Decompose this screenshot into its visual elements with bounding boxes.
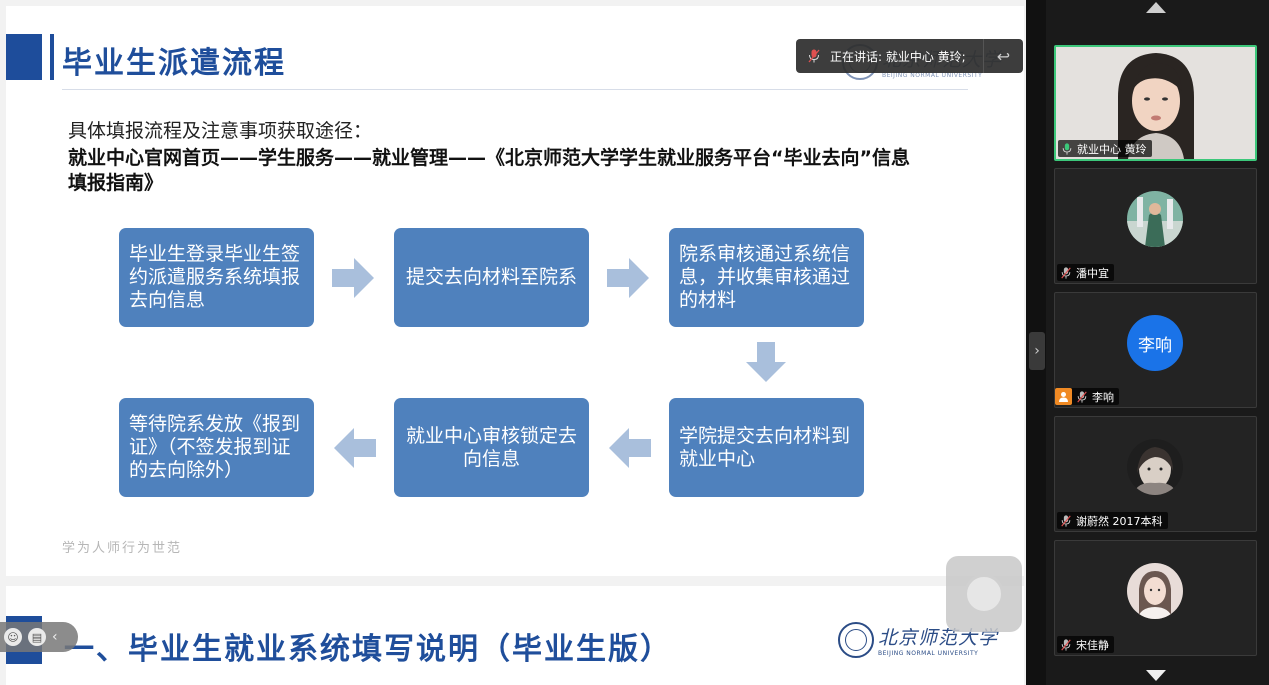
slide-title: 毕业生派遣流程 xyxy=(62,46,286,81)
slide-next: 一、毕业生就业系统填写说明（毕业生版） 北京师范大学 BEIJING NORMA… xyxy=(6,586,1024,685)
path-line-2: 填报指南》 xyxy=(68,172,164,194)
participant-name: 潘中宜 xyxy=(1076,266,1109,280)
slide-motto: 学为人师行为世范 xyxy=(62,541,183,556)
title-accent-thin xyxy=(50,34,54,80)
participant-name: 李响 xyxy=(1092,390,1114,404)
flow-step-1: 毕业生登录毕业生签约派遣服务系统填报去向信息 xyxy=(119,228,314,327)
flow-step-6: 等待院系发放《报到证》（不签发报到证的去向除外） xyxy=(119,398,314,497)
flow-step-4: 学院提交去向材料到就业中心 xyxy=(669,398,864,497)
participant-tile[interactable]: 谢蔚然 2017本科 xyxy=(1054,416,1257,532)
participant-name: 宋佳静 xyxy=(1076,638,1109,652)
participant-avatar xyxy=(1127,563,1183,619)
university-logo: 北京师范大学 BEIJING NORMAL UNIVERSITY xyxy=(838,622,998,658)
assist-ball-icon xyxy=(964,574,1004,614)
intro-text: 具体填报流程及注意事项获取途径： xyxy=(68,120,373,142)
arrow-left-icon xyxy=(609,428,651,468)
title-accent-bar xyxy=(6,34,42,80)
mic-muted-icon xyxy=(1061,638,1071,651)
path-line-1: 就业中心官网首页——学生服务——就业管理——《北京师范大学学生就业服务平台“毕业… xyxy=(68,147,910,169)
participant-tile[interactable]: 李响 李响 xyxy=(1054,292,1257,408)
speaking-text: 正在讲话: 就业中心 黄玲; xyxy=(830,49,966,64)
floating-toolbar[interactable]: ☺ ▤ ‹ xyxy=(0,622,78,652)
scroll-down-icon[interactable] xyxy=(1146,670,1166,681)
participant-tile[interactable]: 潘中宜 xyxy=(1054,168,1257,284)
title-accent-gap xyxy=(42,34,50,80)
mic-muted-icon xyxy=(1061,266,1071,279)
title-divider xyxy=(62,89,968,90)
participant-name: 就业中心 黄玲 xyxy=(1077,142,1147,156)
participant-label: 李响 xyxy=(1055,388,1119,405)
reply-icon[interactable]: ↩ xyxy=(983,39,1023,73)
slide-current: 毕业生派遣流程 北京师范大学 BEIJING NORMAL UNIVERSITY… xyxy=(6,6,1024,576)
participant-avatar xyxy=(1127,439,1183,495)
participant-label: 宋佳静 xyxy=(1057,636,1114,653)
mic-muted-icon xyxy=(1077,390,1087,403)
collapse-panel-button[interactable]: › xyxy=(1029,332,1045,370)
participant-avatar xyxy=(1127,191,1183,247)
speaking-indicator[interactable]: 正在讲话: 就业中心 黄玲; ↩ xyxy=(796,39,1023,73)
participant-tile[interactable]: 宋佳静 xyxy=(1054,540,1257,656)
arrow-down-icon xyxy=(746,342,786,382)
path-text: 就业中心官网首页——学生服务——就业管理——《北京师范大学学生就业服务平台“毕业… xyxy=(68,146,948,196)
person-icon xyxy=(1055,388,1072,405)
logo-name-cn: 北京师范大学 xyxy=(878,627,999,649)
arrow-left-icon xyxy=(334,428,376,468)
flow-step-3: 院系审核通过系统信息，并收集审核通过的材料 xyxy=(669,228,864,327)
scroll-up-icon[interactable] xyxy=(1146,2,1166,13)
shared-screen: 毕业生派遣流程 北京师范大学 BEIJING NORMAL UNIVERSITY… xyxy=(0,0,1026,685)
chat-icon[interactable]: ▤ xyxy=(28,628,46,646)
seal-icon xyxy=(838,622,874,658)
flow-step-5: 就业中心审核锁定去向信息 xyxy=(394,398,589,497)
participant-name: 谢蔚然 2017本科 xyxy=(1076,514,1163,528)
participant-avatar: 李响 xyxy=(1127,315,1183,371)
participant-label: 潘中宜 xyxy=(1057,264,1114,281)
participant-label: 谢蔚然 2017本科 xyxy=(1057,512,1168,529)
mic-on-icon xyxy=(1062,142,1072,155)
arrow-right-icon xyxy=(607,258,649,298)
emoji-icon[interactable]: ☺ xyxy=(4,628,22,646)
mic-muted-icon xyxy=(808,49,820,63)
slide2-title: 一、毕业生就业系统填写说明（毕业生版） xyxy=(64,632,672,667)
participant-tile[interactable]: 就业中心 黄玲 xyxy=(1054,45,1257,161)
participant-label: 就业中心 黄玲 xyxy=(1058,140,1152,157)
mic-muted-icon xyxy=(1061,514,1071,527)
logo-name-en: BEIJING NORMAL UNIVERSITY xyxy=(882,72,983,79)
chevron-left-icon[interactable]: ‹ xyxy=(52,629,58,645)
floating-assist-button[interactable] xyxy=(946,556,1022,632)
arrow-right-icon xyxy=(332,258,374,298)
logo-name-en: BEIJING NORMAL UNIVERSITY xyxy=(878,650,979,657)
flow-step-2: 提交去向材料至院系 xyxy=(394,228,589,327)
